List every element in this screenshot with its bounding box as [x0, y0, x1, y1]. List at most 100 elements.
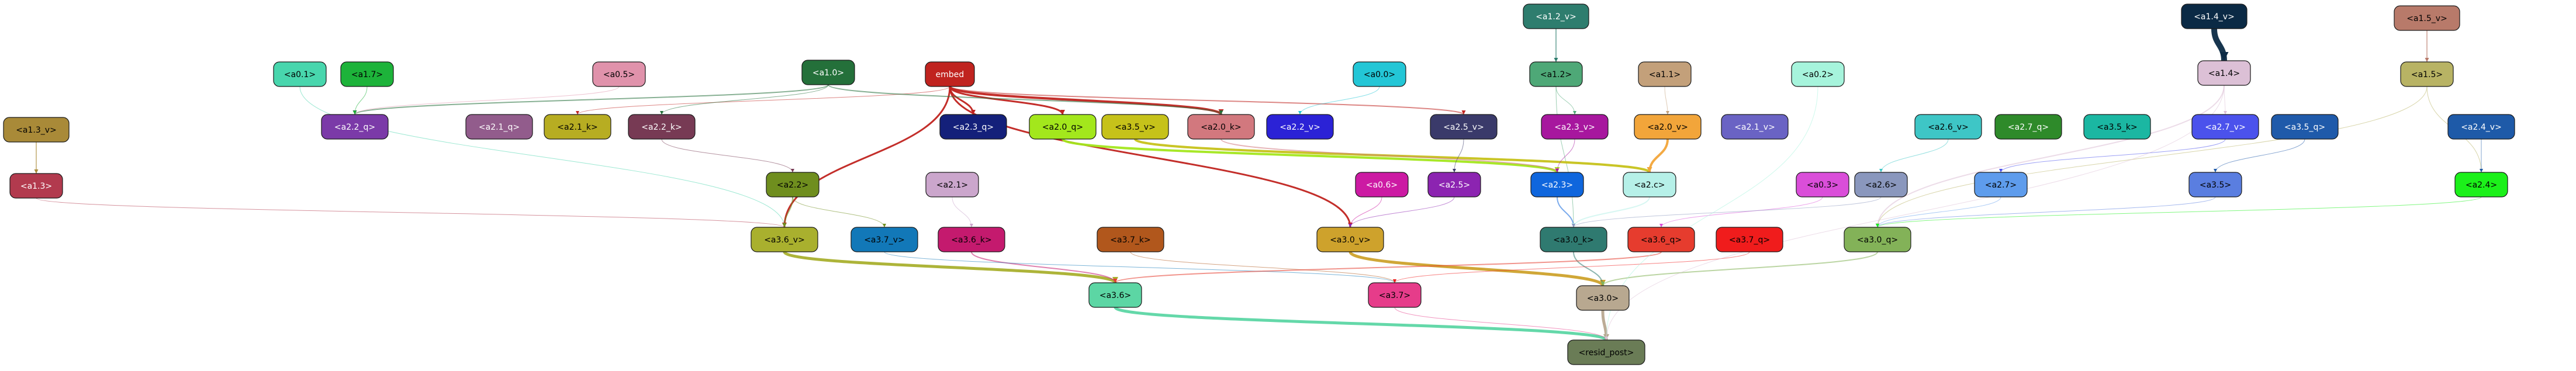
node-a2-7-v[interactable]: <a2.7_v>	[2191, 114, 2259, 140]
edge-arrowhead	[2219, 52, 2229, 61]
edge-arrowhead	[576, 111, 579, 115]
node-a3-0-q[interactable]: <a3.0_q>	[1844, 227, 1911, 252]
node-a2-5-v[interactable]: <a2.5_v>	[1430, 114, 1498, 140]
node-a1-2[interactable]: <a1.2>	[1529, 61, 1583, 87]
node-a3-7-v[interactable]: <a3.7_v>	[850, 227, 918, 252]
node-a2-3[interactable]: <a2.3>	[1530, 172, 1584, 197]
node-label: <a2.1>	[936, 181, 968, 190]
node-a3-5-v[interactable]: <a3.5_v>	[1101, 114, 1169, 140]
node-label: <a1.0>	[812, 68, 844, 78]
node-a2-4[interactable]: <a2.4>	[2454, 172, 2508, 197]
edge-a3_6_k-to-a3_6	[971, 251, 1116, 283]
node-box	[1623, 172, 1676, 197]
node-label: <a3.0_k>	[1553, 235, 1593, 245]
node-label: <a3.7_q>	[1729, 235, 1770, 245]
node-box	[939, 114, 1007, 140]
node-a3-7[interactable]: <a3.7>	[1368, 282, 1422, 308]
edge-arrowhead	[1573, 111, 1576, 115]
node-a3-6[interactable]: <a3.6>	[1088, 282, 1142, 308]
node-a2-c[interactable]: <a2.c>	[1623, 172, 1676, 197]
edge-a3_0_q-to-a3_0	[1602, 251, 1878, 286]
node-a0-5[interactable]: <a0.5>	[592, 61, 646, 87]
node-a2-2-q[interactable]: <a2.2_q>	[321, 114, 389, 140]
node-a2-6[interactable]: <a2.6>	[1854, 172, 1908, 197]
edge-arrowhead	[2224, 111, 2227, 115]
edge-a3_0_k-to-a3_0	[1573, 251, 1603, 286]
node-a1-7[interactable]: <a1.7>	[340, 61, 394, 87]
node-a2-0-v[interactable]: <a2.0_v>	[1634, 114, 1702, 140]
node-label: <a0.3>	[1807, 181, 1838, 190]
node-box	[1088, 282, 1142, 308]
node-a2-2-k[interactable]: <a2.2_k>	[628, 114, 696, 140]
node-box	[2188, 172, 2242, 197]
node-a2-0-k[interactable]: <a2.0_k>	[1187, 114, 1255, 140]
node-label: <a1.2_v>	[1536, 12, 1576, 22]
node-a3-0-k[interactable]: <a3.0_k>	[1540, 227, 1607, 252]
node-a0-6[interactable]: <a0.6>	[1355, 172, 1409, 197]
node-a3-5-q[interactable]: <a3.5_q>	[2271, 114, 2339, 140]
edge-a3_7_q-to-a3_7	[1394, 251, 1750, 283]
node-a3-0[interactable]: <a3.0>	[1576, 285, 1630, 311]
node-a2-5[interactable]: <a2.5>	[1427, 172, 1481, 197]
node-a3-7-q[interactable]: <a3.7_q>	[1716, 227, 1783, 252]
edge-arrowhead	[1393, 279, 1396, 283]
node-a3-6-k[interactable]: <a3.6_k>	[938, 227, 1005, 252]
node-a1-3-v[interactable]: <a1.3_v>	[3, 117, 70, 143]
node-a2-1-v[interactable]: <a2.1_v>	[1721, 114, 1789, 140]
node-a2-4-v[interactable]: <a2.4_v>	[2447, 114, 2515, 140]
edge-arrowhead	[1659, 224, 1663, 227]
node-a3-5[interactable]: <a3.5>	[2188, 172, 2242, 197]
node-a3-0-v[interactable]: <a3.0_v>	[1316, 227, 1384, 252]
node-a2-7[interactable]: <a2.7>	[1974, 172, 2028, 197]
edge-arrowhead	[1666, 111, 1669, 115]
node-a2-1[interactable]: <a2.1>	[925, 172, 979, 197]
node-a1-5[interactable]: <a1.5>	[2400, 61, 2454, 87]
node-a3-6-q[interactable]: <a3.6_q>	[1627, 227, 1695, 252]
node-a3-7-k[interactable]: <a3.7_k>	[1097, 227, 1164, 252]
node-box	[1523, 4, 1589, 29]
node-box	[1368, 282, 1422, 308]
node-a2-2[interactable]: <a2.2>	[766, 172, 820, 197]
edge-a2_5-to-a3_0_v	[1350, 196, 1455, 228]
node-a2-6-v[interactable]: <a2.6_v>	[1914, 114, 1982, 140]
node-a2-1-q[interactable]: <a2.1_q>	[465, 114, 533, 140]
node-a0-2[interactable]: <a0.2>	[1791, 61, 1845, 87]
node-a1-1[interactable]: <a1.1>	[1638, 61, 1692, 87]
node-a2-7-q[interactable]: <a2.7_q>	[1994, 114, 2062, 140]
node-box	[1634, 114, 1702, 140]
node-a2-1-k[interactable]: <a2.1_k>	[544, 114, 611, 140]
node-label: <a0.1>	[284, 70, 316, 79]
node-resid-post[interactable]: <resid_post>	[1567, 339, 1645, 365]
node-a1-0[interactable]: <a1.0>	[801, 60, 855, 85]
node-label: <a3.0>	[1587, 294, 1619, 303]
node-a2-2-v[interactable]: <a2.2_v>	[1266, 114, 1334, 140]
node-box	[1097, 227, 1164, 252]
edge-a1_5-to-a3_0_q	[1877, 86, 2428, 228]
node-embed[interactable]: embed	[925, 61, 975, 87]
node-label: <a1.5_v>	[2406, 14, 2447, 23]
node-a3-5-k[interactable]: <a3.5_k>	[2083, 114, 2151, 140]
node-a2-0-q[interactable]: <a2.0_q>	[1029, 114, 1097, 140]
edge-a1_4-to-a2_7_v	[2224, 85, 2226, 115]
node-a2-3-v[interactable]: <a2.3_v>	[1541, 114, 1609, 140]
edge-a2_7_v-to-a2_7	[2000, 138, 2226, 173]
node-a0-1[interactable]: <a0.1>	[273, 61, 327, 87]
node-a1-2-v[interactable]: <a1.2_v>	[1523, 4, 1589, 29]
node-label: <a2.c>	[1634, 181, 1665, 190]
edge-a3_7_k-to-a3_7	[1130, 251, 1395, 283]
edge-a3_7-to-resid_post	[1394, 307, 1607, 341]
node-a2-3-q[interactable]: <a2.3_q>	[939, 114, 1007, 140]
node-a1-4[interactable]: <a1.4>	[2197, 60, 2251, 86]
node-label: <a2.6_v>	[1928, 123, 1969, 132]
node-box	[925, 61, 975, 87]
node-box	[2454, 172, 2508, 197]
node-a1-5-v[interactable]: <a1.5_v>	[2394, 5, 2460, 31]
node-a0-0[interactable]: <a0.0>	[1353, 61, 1406, 87]
node-label: embed	[936, 70, 964, 79]
node-a1-4-v[interactable]: <a1.4_v>	[2181, 4, 2247, 29]
node-a1-3[interactable]: <a1.3>	[9, 173, 63, 199]
edge-a0_1-to-a3_6_v	[299, 86, 785, 228]
edge-a3_5-to-a3_0_q	[1877, 196, 2216, 228]
node-a3-6-v[interactable]: <a3.6_v>	[751, 227, 818, 252]
node-a0-3[interactable]: <a0.3>	[1796, 172, 1849, 197]
